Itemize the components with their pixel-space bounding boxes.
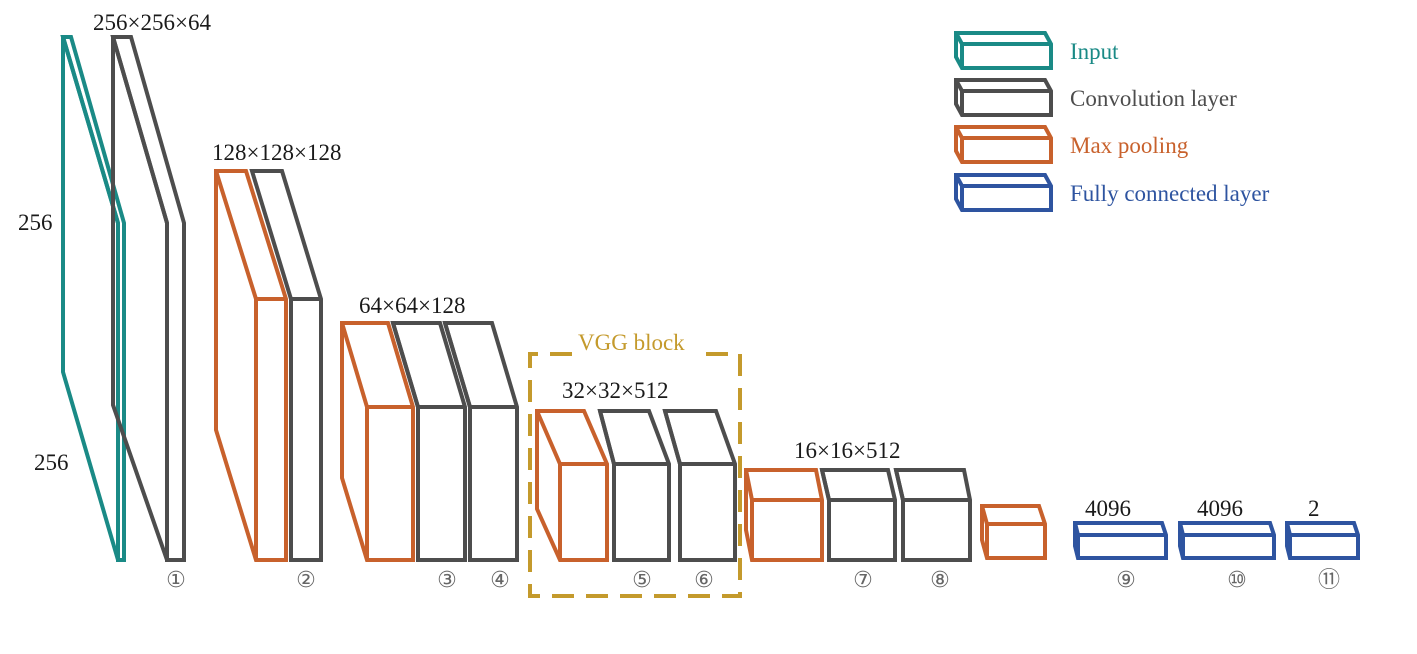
vgg-block-frame xyxy=(528,352,742,598)
conv-layer-4 xyxy=(442,321,519,562)
conv5-box xyxy=(597,409,671,562)
conv-layer-6 xyxy=(662,409,737,562)
dim-layer5-label: 32×32×512 xyxy=(562,378,668,403)
layer-index-9: ⑨ xyxy=(1116,567,1136,592)
conv8-box xyxy=(893,468,972,562)
vgg-block-label: VGG block xyxy=(578,330,685,355)
legend-input-swatch xyxy=(954,31,1053,70)
fc2-box xyxy=(1178,521,1276,560)
pool-final-box xyxy=(980,504,1047,560)
layer-index-4: ④ xyxy=(490,567,510,592)
layer-index-6: ⑥ xyxy=(694,567,714,592)
legend-conv-swatch xyxy=(954,78,1053,117)
fc-layer-2 xyxy=(1178,521,1276,560)
vgg-frame-left xyxy=(528,352,742,598)
pool-layer-final xyxy=(980,504,1047,560)
layer-index-1: ① xyxy=(166,567,186,592)
legend-fc-label: Fully connected layer xyxy=(1070,181,1270,206)
conv1-slab-inner xyxy=(111,36,169,224)
dim-layer3-label: 64×64×128 xyxy=(359,293,465,318)
dim-width-label: 256 xyxy=(34,450,69,475)
pool-layer-2 xyxy=(214,169,288,562)
legend-pool-swatch xyxy=(954,125,1053,164)
conv8-side xyxy=(894,469,905,501)
pool-layer-5 xyxy=(535,409,609,562)
conv-layer-5 xyxy=(597,409,671,562)
conv-layer-1 xyxy=(110,35,186,562)
dim-layer2-label: 128×128×128 xyxy=(212,140,341,165)
legend-pool-label: Max pooling xyxy=(1070,133,1189,158)
conv-layer-2 xyxy=(249,169,323,562)
fc-layer-3 xyxy=(1285,521,1360,560)
legend-input-label: Input xyxy=(1070,39,1119,64)
layer-index-5: ⑤ xyxy=(632,567,652,592)
layer-index-8: ⑧ xyxy=(930,567,950,592)
layer-index-3: ③ xyxy=(437,567,457,592)
dim-fc2-label: 4096 xyxy=(1197,496,1243,521)
layer-index-7: ⑦ xyxy=(853,567,873,592)
dim-fc1-label: 4096 xyxy=(1085,496,1131,521)
conv4-side xyxy=(443,322,472,408)
layer-index-10: ⑩ xyxy=(1227,567,1247,592)
legend-fc-swatch xyxy=(954,173,1053,212)
conv3-side xyxy=(391,322,420,408)
input-slab-inner xyxy=(61,36,120,224)
input-layer xyxy=(60,35,126,562)
conv6-side xyxy=(663,410,682,465)
layer-index-2: ② xyxy=(296,567,316,592)
pool2-box xyxy=(214,169,288,562)
fc-layer-1 xyxy=(1073,521,1168,560)
fc3-box xyxy=(1285,521,1360,560)
input-slab-edge xyxy=(61,37,120,561)
conv7-side xyxy=(820,469,831,501)
conv-layer-8 xyxy=(893,468,972,562)
legend-conv-label: Convolution layer xyxy=(1070,86,1237,111)
layer-index-11: ⑪ xyxy=(1318,567,1340,592)
layer-index-markers: ① ② ③ ④ ⑤ ⑥ ⑦ ⑧ ⑨ ⑩ ⑪ xyxy=(166,567,1340,592)
dim-height-label: 256 xyxy=(18,210,53,235)
pool-layer-7 xyxy=(744,468,824,562)
dim-fc3-label: 2 xyxy=(1308,496,1320,521)
conv7-box xyxy=(819,468,897,562)
conv-layer-7 xyxy=(819,468,897,562)
dim-layer1-label: 256×256×64 xyxy=(93,10,211,35)
dim-layer7-label: 16×16×512 xyxy=(794,438,900,463)
conv-layer-3 xyxy=(390,321,467,562)
conv6-box xyxy=(662,409,737,562)
legend: Input Convolution layer Max pooling Full… xyxy=(954,31,1270,212)
conv5-side xyxy=(598,410,616,465)
conv1-slab-edge xyxy=(111,37,169,561)
pool-layer-3 xyxy=(340,321,415,562)
fc1-box xyxy=(1073,521,1168,560)
pool7-box xyxy=(744,468,824,562)
